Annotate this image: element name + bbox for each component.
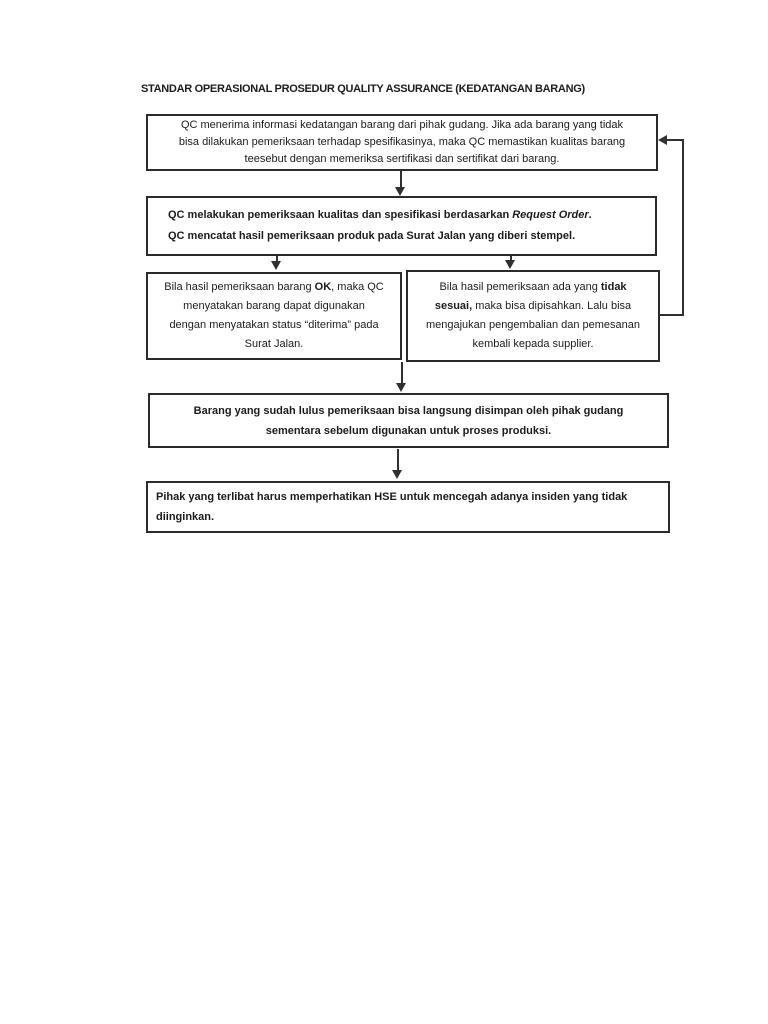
flow-box-result-ok-line1-post: , maka QC <box>331 281 384 293</box>
flow-box-result-ok-line2: menyatakan barang dapat digunakan <box>183 300 365 312</box>
flow-box-receive-info-line2: bisa dilakukan pemeriksaan terhadap spes… <box>178 136 626 148</box>
arrow-box3-to-box5-line <box>401 362 403 384</box>
flow-box-hse-note-line2: diinginkan. <box>156 511 215 523</box>
arrow-box2-to-box4-line <box>510 256 512 262</box>
flow-box-receive-info-line1: QC menerima informasi kedatangan barang … <box>180 119 624 131</box>
connector-box4-to-box1-top-segment <box>666 139 683 141</box>
flow-box-qc-inspection-line1-italic: Request Order <box>512 209 589 221</box>
flow-box-qc-inspection-line1-post: . <box>588 209 592 221</box>
flow-box-result-not-ok-line1-pre: Bila hasil pemeriksaan ada yang <box>439 281 601 293</box>
connector-box4-to-box1-head <box>658 135 667 145</box>
arrow-box5-to-box6-head <box>392 470 402 479</box>
connector-box4-to-box1-bottom-segment <box>660 314 684 316</box>
flow-box-result-not-ok-line3: mengajukan pengembalian dan pemesanan <box>425 319 641 331</box>
arrow-box3-to-box5-head <box>396 383 406 392</box>
page-title: STANDAR OPERASIONAL PROSEDUR QUALITY ASS… <box>141 83 585 95</box>
flow-box-result-not-ok-line1-bold: tidak <box>600 281 627 293</box>
flow-box-result-not-ok-line2-post: maka bisa dipisahkan. Lalu bisa <box>472 300 632 312</box>
flow-box-hse-note: Pihak yang terlibat harus memperhatikan … <box>146 481 670 533</box>
flow-box-result-ok-line1-pre: Bila hasil pemeriksaan barang <box>164 281 315 293</box>
flow-box-result-ok-line1: Bila hasil pemeriksaan barang OK, maka Q… <box>154 278 394 297</box>
arrow-box2-to-box3-line <box>276 256 278 263</box>
flow-box-result-ok: Bila hasil pemeriksaan barang OK, maka Q… <box>146 272 402 360</box>
flow-box-storage-line2: sementara sebelum digunakan untuk proses… <box>265 424 552 437</box>
flow-box-qc-inspection-line1: QC melakukan pemeriksaan kualitas dan sp… <box>168 205 649 226</box>
arrow-box2-to-box3-head <box>271 261 281 270</box>
flow-box-result-ok-line1-bold: OK <box>314 281 332 293</box>
flow-box-receive-info: QC menerima informasi kedatangan barang … <box>146 114 658 171</box>
connector-box4-to-box1-vertical-segment <box>682 139 684 315</box>
flow-box-result-not-ok-line2-bold: sesuai, <box>434 300 473 312</box>
flow-box-qc-inspection-line2: QC mencatat hasil pemeriksaan produk pad… <box>168 230 576 242</box>
flow-box-hse-note-line1: Pihak yang terlibat harus memperhatikan … <box>156 491 628 503</box>
flow-box-storage-line1: Barang yang sudah lulus pemeriksaan bisa… <box>193 404 624 417</box>
flow-box-result-not-ok-line2: sesuai, maka bisa dipisahkan. Lalu bisa <box>414 297 652 316</box>
flow-box-result-ok-line3: dengan menyatakan status “diterima” pada <box>169 319 379 331</box>
flow-box-result-not-ok-line4: kembali kepada supplier. <box>472 338 594 350</box>
arrow-box1-to-box2-head <box>395 187 405 196</box>
flow-box-result-ok-line4: Surat Jalan. <box>244 338 304 350</box>
flow-box-storage: Barang yang sudah lulus pemeriksaan bisa… <box>148 393 669 448</box>
flow-box-result-not-ok-line1: Bila hasil pemeriksaan ada yang tidak <box>414 278 652 297</box>
flow-box-result-not-ok: Bila hasil pemeriksaan ada yang tidak se… <box>406 270 660 362</box>
arrow-box2-to-box4-head <box>505 260 515 269</box>
arrow-box5-to-box6-line <box>397 449 399 471</box>
flow-box-qc-inspection: QC melakukan pemeriksaan kualitas dan sp… <box>146 196 657 256</box>
flow-box-receive-info-line3: teesebut dengan memeriksa sertifikasi da… <box>244 153 560 165</box>
flow-box-qc-inspection-line1-pre: QC melakukan pemeriksaan kualitas dan sp… <box>168 209 513 221</box>
arrow-box1-to-box2-line <box>400 171 402 188</box>
